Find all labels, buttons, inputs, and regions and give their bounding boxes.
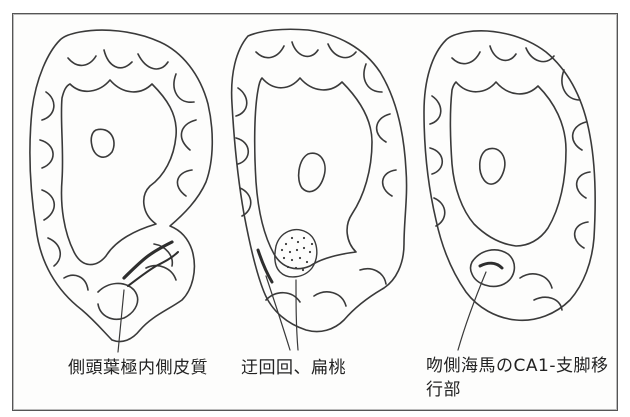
leader-line-left	[118, 290, 124, 352]
section-left-white-matter	[61, 80, 176, 265]
leader-line-middle-1	[266, 276, 290, 350]
section-left-ventricle	[91, 129, 114, 157]
section-right-hippocampus	[471, 250, 515, 287]
section-left-inferior-gyri	[98, 244, 176, 319]
leader-line-right	[458, 272, 486, 350]
section-left-outline	[30, 30, 212, 341]
label-rostral-hippocampus-ca1-line1: 吻側海馬のCA1-支脚移	[426, 354, 608, 378]
section-right-outline	[424, 31, 595, 320]
lesion-middle	[258, 250, 272, 282]
amygdala-region	[275, 230, 317, 277]
label-rostral-hippocampus-ca1-line2: 行部	[426, 378, 461, 402]
section-right-inferior-gyri	[520, 274, 562, 310]
lesion-right	[480, 263, 502, 268]
section-right-ventricle	[480, 148, 505, 184]
brain-section-right	[424, 31, 595, 350]
brain-section-middle	[232, 29, 407, 350]
section-middle-white-matter	[255, 78, 372, 269]
label-ambient-gyrus-amygdala: 迂回回、扁桃	[241, 356, 346, 380]
section-right-white-matter	[451, 82, 567, 246]
label-temporal-pole-medial-cortex: 側頭葉極内側皮質	[68, 356, 208, 380]
section-middle-outline	[232, 29, 407, 331]
leader-line-middle-2	[296, 280, 298, 350]
brain-section-left	[30, 30, 212, 352]
section-middle-ventricle	[299, 153, 325, 191]
lesion-left	[124, 242, 172, 278]
section-left-gyri	[40, 50, 196, 290]
